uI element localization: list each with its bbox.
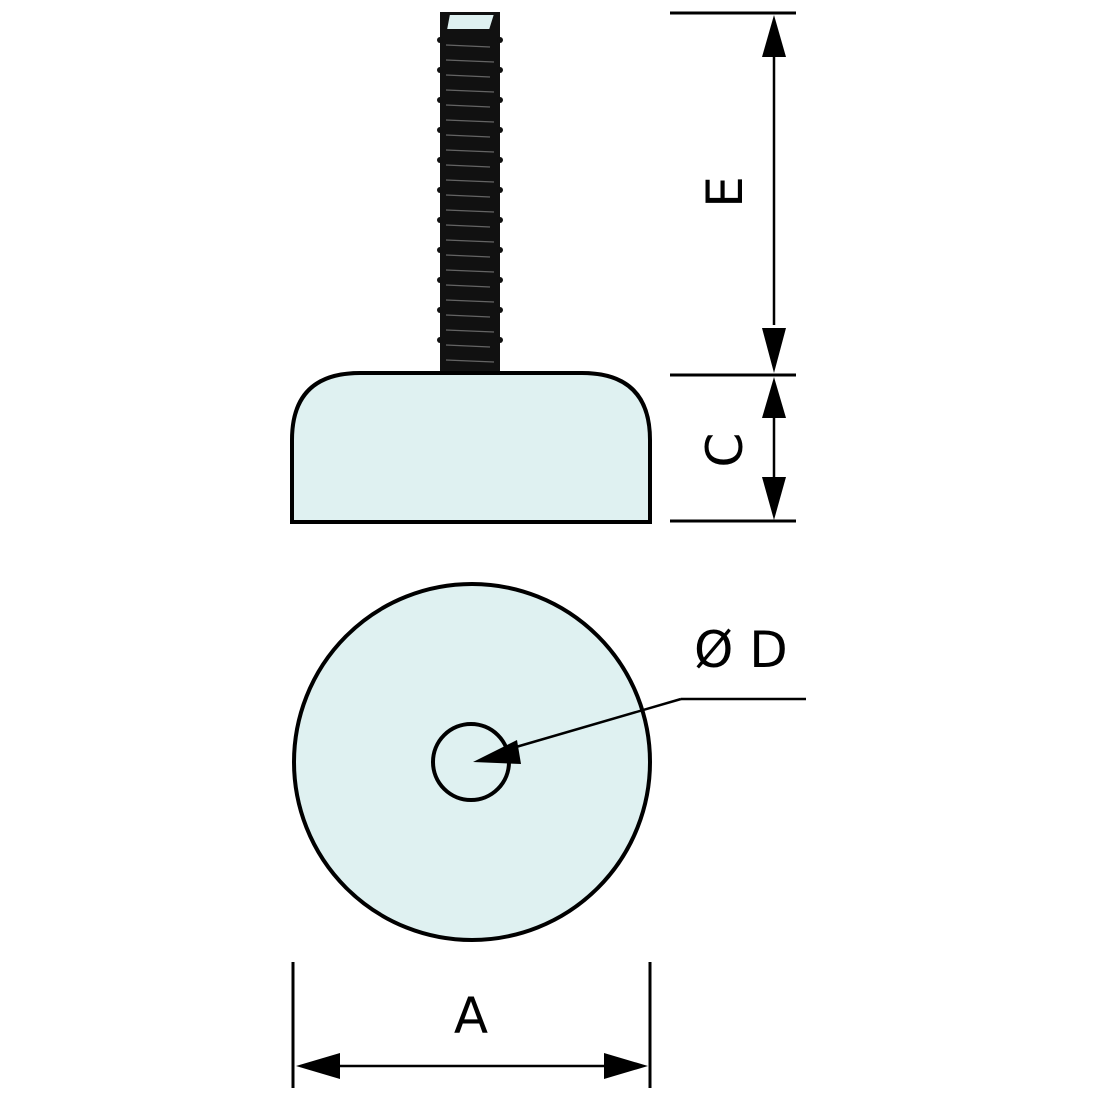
dimension-c (670, 373, 796, 523)
dimension-e (670, 11, 796, 373)
dimension-d-leader (473, 697, 806, 764)
label-e: E (696, 176, 754, 208)
side-view (290, 12, 652, 524)
top-view (292, 582, 652, 942)
dimension-a (291, 962, 652, 1088)
label-c: C (696, 433, 754, 468)
label-a: A (454, 987, 488, 1045)
rubber-base (290, 371, 652, 524)
label-d: Ø D (694, 621, 788, 679)
threaded-stud (437, 12, 503, 374)
